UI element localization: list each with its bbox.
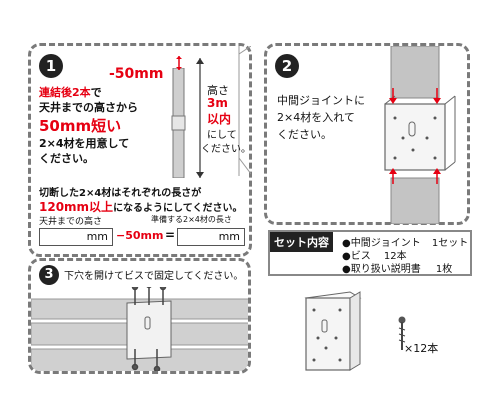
- screw-fixing-illustration: [31, 287, 248, 371]
- set-item-joint-qty: 1セット: [431, 238, 469, 249]
- inst-de: で: [90, 86, 102, 99]
- step3-number-badge: 3: [39, 265, 59, 285]
- inst-50mm-shorter: 50mm短い: [39, 117, 122, 135]
- cut-120mm-min: 120mm以上: [39, 200, 114, 214]
- height-label-3m: 3m: [207, 96, 228, 110]
- height-dimension-arrow: [196, 58, 204, 178]
- step2-panel: 2 中間ジョイントに 2×4材を入れて ください。: [264, 43, 470, 225]
- step3-panel: 3 下穴を開けてビスで固定してください。: [28, 258, 251, 374]
- set-contents-title: セット内容: [270, 232, 333, 252]
- screw-icon: [398, 316, 406, 350]
- equals-sign: =: [165, 228, 176, 242]
- label-ceiling-height: 天井までの高さ: [39, 217, 103, 227]
- cut-instruction-rest: になるようにしてください。: [113, 203, 243, 214]
- minus-50mm-label: -50mm: [109, 66, 164, 82]
- set-item-manual-name: ●取り扱い説明書: [342, 264, 421, 275]
- gap-arrow-icon: [176, 56, 182, 70]
- set-item-screw-name: ●ビス: [342, 251, 371, 262]
- prepare-length-input-box: mm: [177, 228, 245, 246]
- step2-number-badge: 2: [275, 54, 299, 78]
- step3-instruction: 下穴を開けてビスで固定してください。: [64, 271, 244, 282]
- label-prepare-length: 準備する2×4材の長さ: [151, 215, 232, 224]
- set-item-screw-qty: 12本: [383, 251, 407, 262]
- step2-inst-line3: ください。: [277, 128, 332, 141]
- height-label-5: ください。: [201, 144, 251, 155]
- joint-product-illustration: [304, 291, 362, 371]
- height-label-4: にして: [207, 130, 237, 141]
- step2-inst-line2: 2×4材を入れて: [277, 111, 355, 124]
- cut-instruction-line1: 切断した2×4材はそれぞれの長さが: [39, 188, 202, 199]
- set-item-manual: ●取り扱い説明書 1枚: [342, 260, 452, 275]
- step1-number-badge: 1: [39, 54, 63, 78]
- unit-mm-2: mm: [218, 230, 240, 243]
- inst-line-ceiling-height: 天井までの高さから: [39, 101, 138, 114]
- joint-assembly-illustration: [384, 46, 456, 224]
- height-label-1: 高さ: [207, 84, 229, 97]
- inst-please: ください。: [39, 152, 94, 165]
- inst-connected-two: 連結後2本: [39, 86, 91, 99]
- unit-mm-1: mm: [86, 230, 108, 243]
- set-item-joint: ●中間ジョイント 1セット: [342, 234, 468, 249]
- set-item-screw: ●ビス 12本: [342, 247, 407, 262]
- height-label-within: 以内: [207, 112, 232, 126]
- minus-50mm-operator: −50mm: [116, 229, 164, 242]
- room-illustration: [238, 46, 251, 176]
- stud-pillar-illustration: [171, 68, 186, 178]
- ceiling-height-input-box: mm: [39, 228, 113, 246]
- set-item-joint-name: ●中間ジョイント: [342, 238, 421, 249]
- set-item-manual-qty: 1枚: [435, 264, 453, 275]
- step2-inst-line1: 中間ジョイントに: [277, 94, 365, 107]
- inst-prepare-2x4: 2×4材を用意して: [39, 137, 130, 150]
- set-contents-box: セット内容 ●中間ジョイント 1セット ●ビス 12本 ●取り扱い説明書 1枚: [268, 230, 472, 276]
- screw-count-label: ×12本: [404, 342, 439, 355]
- step1-panel: 1 -50mm 高さ 3m 以内 にして ください。 連結後2本で 天井までの高…: [28, 43, 252, 257]
